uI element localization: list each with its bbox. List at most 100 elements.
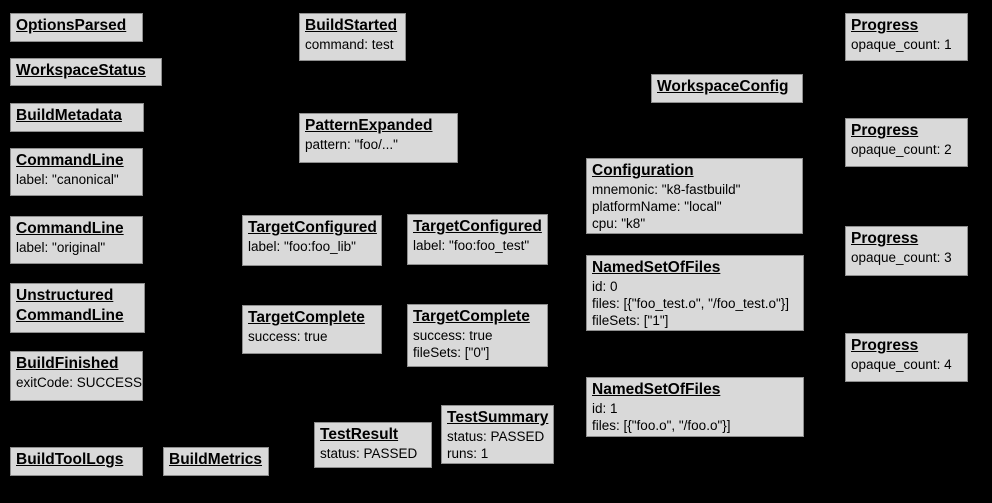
node-details: label: "original" (16, 239, 137, 256)
node-title: TestResult (320, 425, 426, 445)
node-title: Progress (851, 121, 962, 141)
node-title-line[interactable]: BuildFinished (16, 355, 119, 372)
node-title-line[interactable]: TestSummary (447, 409, 549, 426)
node-title-line[interactable]: TargetConfigured (413, 218, 542, 235)
node-details: status: PASSED (320, 445, 426, 462)
node-details: label: "canonical" (16, 171, 137, 188)
node-detail-line: mnemonic: "k8-fastbuild" (592, 182, 741, 197)
node-title-line[interactable]: CommandLine (16, 307, 124, 324)
node-title-line[interactable]: Progress (851, 122, 919, 139)
node-progress-2: Progress opaque_count: 2 (845, 118, 968, 167)
node-title-line[interactable]: BuildStarted (305, 17, 398, 34)
node-title: NamedSetOfFiles (592, 258, 798, 278)
node-title: BuildFinished (16, 354, 137, 374)
node-title: TargetComplete (413, 307, 542, 327)
node-target-configured-foo-lib: TargetConfigured label: "foo:foo_lib" (242, 215, 382, 266)
node-details: label: "foo:foo_lib" (248, 238, 376, 255)
node-detail-line: runs: 1 (447, 446, 489, 461)
node-title-line[interactable]: PatternExpanded (305, 117, 433, 134)
node-detail-line: fileSets: ["0"] (413, 345, 490, 360)
node-detail-line: command: test (305, 37, 394, 52)
node-title-line[interactable]: CommandLine (16, 220, 124, 237)
node-detail-line: label: "canonical" (16, 172, 119, 187)
node-detail-line: opaque_count: 2 (851, 142, 952, 157)
node-title: TargetConfigured (248, 218, 377, 238)
node-details: id: 1 files: [{"foo.o", "/foo.o"}] (592, 400, 798, 434)
node-detail-line: exitCode: SUCCESS (16, 375, 143, 390)
node-detail-line: pattern: "foo/..." (305, 137, 398, 152)
node-title-line[interactable]: WorkspaceConfig (657, 78, 789, 95)
node-title: TargetConfigured (413, 217, 542, 237)
node-title-line[interactable]: WorkspaceStatus (16, 62, 146, 79)
node-title-line[interactable]: BuildMetrics (169, 451, 263, 468)
node-target-complete-foo-lib: TargetComplete success: true (242, 305, 382, 354)
node-command-line-original: CommandLine label: "original" (10, 216, 143, 264)
node-title-line[interactable]: TargetComplete (248, 309, 365, 326)
node-title: BuildMetrics (169, 450, 263, 470)
node-detail-line: id: 1 (592, 401, 618, 416)
node-details: command: test (305, 36, 400, 53)
node-title: Progress (851, 229, 962, 249)
node-test-result: TestResult status: PASSED (314, 422, 432, 468)
node-workspace-status: WorkspaceStatus (10, 58, 162, 86)
node-configuration: Configuration mnemonic: "k8-fastbuild" pl… (586, 158, 803, 234)
node-detail-line: platformName: "local" (592, 199, 722, 214)
node-title-line[interactable]: Progress (851, 17, 919, 34)
node-build-tool-logs: BuildToolLogs (10, 447, 143, 476)
node-details: pattern: "foo/..." (305, 136, 452, 153)
node-title: BuildStarted (305, 16, 400, 36)
node-progress-1: Progress opaque_count: 1 (845, 13, 968, 61)
node-build-metadata: BuildMetadata (10, 103, 144, 132)
node-title: TestSummary (447, 408, 548, 428)
node-detail-line: status: PASSED (320, 446, 418, 461)
node-title-line[interactable]: BuildMetadata (16, 107, 122, 124)
node-workspace-config: WorkspaceConfig (651, 74, 803, 103)
node-title: CommandLine (16, 219, 137, 239)
node-build-metrics: BuildMetrics (163, 447, 269, 476)
node-detail-line: label: "foo:foo_lib" (248, 239, 356, 254)
node-title: Configuration (592, 161, 797, 181)
node-title: BuildMetadata (16, 106, 138, 126)
node-title-line[interactable]: BuildToolLogs (16, 451, 124, 468)
node-title-line[interactable]: Progress (851, 337, 919, 354)
node-details: mnemonic: "k8-fastbuild" platformName: "l… (592, 181, 797, 232)
node-target-configured-foo-test: TargetConfigured label: "foo:foo_test" (407, 214, 548, 265)
node-title: CommandLine (16, 151, 137, 171)
node-title-line[interactable]: TargetComplete (413, 308, 530, 325)
node-title: OptionsParsed (16, 16, 137, 36)
node-options-parsed: OptionsParsed (10, 13, 143, 42)
node-build-started: BuildStarted command: test (299, 13, 406, 61)
node-title-line[interactable]: Configuration (592, 162, 694, 179)
node-title-line[interactable]: OptionsParsed (16, 17, 127, 34)
node-pattern-expanded: PatternExpanded pattern: "foo/..." (299, 113, 458, 163)
node-named-set-of-files-1: NamedSetOfFiles id: 1 files: [{"foo.o", "… (586, 377, 804, 437)
node-title-line[interactable]: TargetConfigured (248, 219, 377, 236)
node-title-line[interactable]: TestResult (320, 426, 399, 443)
node-details: success: true (248, 328, 376, 345)
node-detail-line: opaque_count: 3 (851, 250, 952, 265)
node-detail-line: label: "foo:foo_test" (413, 238, 530, 253)
node-title-line[interactable]: Unstructured (16, 287, 114, 304)
node-title-line[interactable]: NamedSetOfFiles (592, 259, 721, 276)
node-details: opaque_count: 2 (851, 141, 962, 158)
node-details: label: "foo:foo_test" (413, 237, 542, 254)
node-detail-line: id: 0 (592, 279, 618, 294)
node-detail-line: files: [{"foo.o", "/foo.o"}] (592, 418, 731, 433)
node-title-line[interactable]: CommandLine (16, 152, 124, 169)
node-build-finished: BuildFinished exitCode: SUCCESS (10, 351, 143, 401)
node-title: BuildToolLogs (16, 450, 137, 470)
node-title-line[interactable]: Progress (851, 230, 919, 247)
node-detail-line: label: "original" (16, 240, 106, 255)
node-title: Progress (851, 16, 962, 36)
node-title: NamedSetOfFiles (592, 380, 798, 400)
node-title-line[interactable]: NamedSetOfFiles (592, 381, 721, 398)
node-details: opaque_count: 3 (851, 249, 962, 266)
node-detail-line: opaque_count: 4 (851, 357, 952, 372)
